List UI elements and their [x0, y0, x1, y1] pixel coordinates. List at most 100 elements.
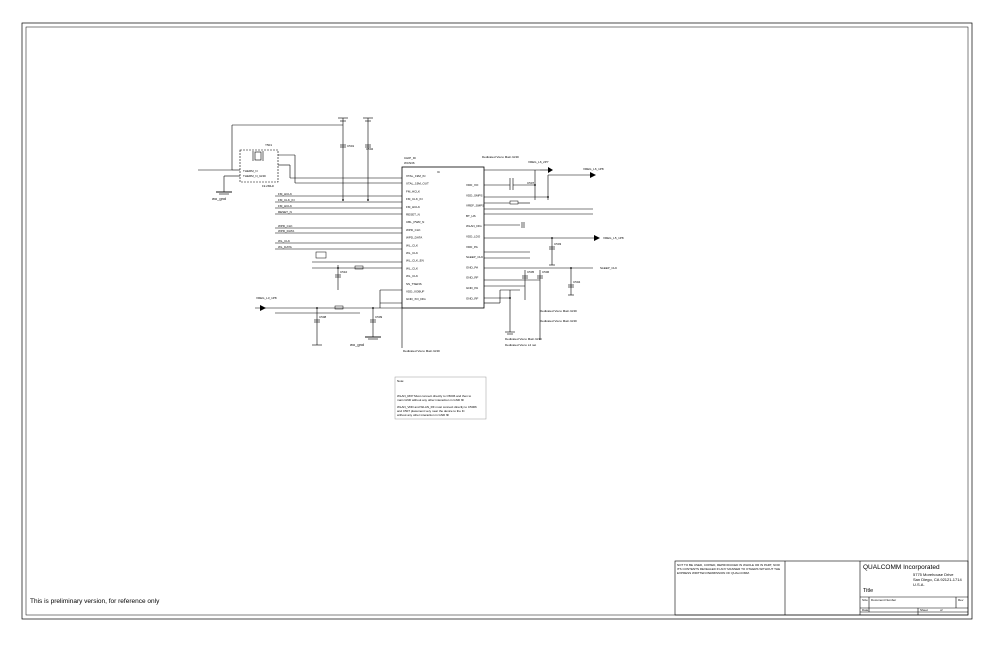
ground-label-1: wo_gnd [212, 196, 226, 201]
left-pin-label: WL_CLK [406, 266, 418, 270]
cap-label-3: C503 [554, 242, 562, 246]
right-pin-label: VDD_XO [466, 183, 479, 187]
size-label: Size [862, 598, 868, 602]
note-below-ic: Dedicated Via to Main GND [403, 349, 441, 353]
right-pin-labels: VDD_XO VDD_SMPS VREF_SMPS BT_HS WLAN_DIG VDD_… [466, 183, 484, 300]
right-capacitors: C503 C504 C505 C506 C507 [505, 181, 581, 335]
left-pin-label: WL_CLK [406, 274, 418, 278]
notes-line-1: WLAN_RFP Must connect directly to C5006 … [397, 394, 471, 398]
chip-ref-label: CHIP_ID [404, 156, 417, 160]
right-pin-label: VDD_LDO [466, 235, 481, 239]
left-pin-label: WL_CLK_EN [406, 259, 424, 263]
xtal-pin-1-label: THERM_N [243, 169, 258, 173]
note-1: Dedicated Via to Main GND [482, 155, 520, 159]
left-pin-label: FM_CLK_IN [406, 197, 423, 201]
net-label: FM_CLK_IN [278, 198, 295, 202]
xtal-pin-2-label: THERM_N_GND [243, 174, 267, 178]
date-label: Date: [862, 608, 869, 612]
left-pin-label: FM_HCLK [406, 205, 420, 209]
net-label: RESET_N [278, 210, 292, 214]
left-pin-labels: XTAL_19M_IN XTAL_19M_OUT FM_HCLK FM_CLK_IN F… [406, 174, 429, 301]
power-net-3: VREG_L5_1P8 [603, 236, 624, 240]
right-pin-label: VDD_PA [466, 245, 478, 249]
right-pin-label: GND_RF [466, 276, 479, 280]
note-5: Dedicated Via to Main GND [505, 337, 543, 341]
power-net-5: VREG_L3_1P8 [256, 296, 277, 300]
right-pin-label: GND_PA [466, 265, 478, 269]
disclaimer-line-3: EXPRESS WRITTEN PERMISSION OF QUALCOMM. [677, 571, 750, 575]
main-ic: CHIP_ID WCN36 IC XTAL_19M_IN XTAL_19M_OUT… [401, 156, 485, 309]
xtal-part-label: 19.2MHz [262, 184, 275, 188]
right-pin-label: VDD_SMPS [466, 193, 483, 197]
left-net-wires: FM_HCLK FM_CLK_IN FM_HCLK RESET_N WPD_CLKWPD… [275, 192, 402, 250]
net-label: FM_HCLK [278, 204, 292, 208]
cap-label-9: C509 [375, 315, 383, 319]
left-pin-label: WPD_CLK [406, 228, 421, 232]
disclaimer-line-1: NOT TO BE USED, COPIED, REPRODUCED IN WH… [677, 563, 781, 567]
left-pin-label: VDD_XOBUF [406, 290, 425, 294]
title-block: NOT TO BE USED, COPIED, REPRODUCED IN WH… [674, 560, 969, 616]
address-line-2: San Diego, CA 92121-1714 [913, 577, 962, 582]
of-label: of [940, 608, 943, 612]
power-net-labels: VREG_L6_2P7 VREG_L6_1P8 VREG_L5_1P8 SLEE… [256, 160, 624, 300]
sheet-outer-border [21, 22, 973, 620]
cap-label-7: C507 [527, 181, 535, 185]
left-pin-label: XTAL_19M_OUT [406, 182, 429, 186]
cap-label-5: C505 [527, 270, 535, 274]
notes-line-5: without any other interaction in GND fil… [397, 413, 449, 417]
preliminary-note: This is preliminary version, for referen… [30, 598, 160, 605]
cap-label-2: C502 [366, 147, 374, 151]
power-net-1: VREG_L6_2P7 [528, 160, 549, 164]
notes-box: Note: WLAN_RFP Must connect directly to … [394, 376, 487, 420]
left-pin-label: GND_XO_DIG [406, 297, 426, 301]
left-pin-label: CBL_PWR_N [406, 220, 424, 224]
chip-pin-ic-label: IC [437, 170, 441, 174]
left-pin-label: WPD_DATA [406, 236, 422, 240]
placement-notes: Dedicated Via to Main GND Dedicated Via … [403, 155, 578, 353]
cap-label-1: C501 [347, 144, 355, 148]
left-pin-label: SS_TSENS [406, 282, 422, 286]
net-label: FM_HCLK [278, 192, 292, 196]
doc-number-label: Document Number [871, 598, 896, 602]
rev-label: Rev [958, 598, 964, 602]
sheet-label: Sheet [920, 608, 928, 612]
title-label: Title [863, 588, 873, 594]
note-3: Dedicated Via to Main GND [540, 319, 578, 323]
net-label: WPD_CLK [278, 224, 293, 228]
left-pin-label: RESET_N [406, 213, 420, 217]
right-net-wires [484, 167, 600, 340]
sheet-inner-border [25, 26, 969, 616]
net-label: WL_DATA [278, 245, 292, 249]
right-pin-label: BT_HS [466, 214, 476, 218]
right-pin-label: SLEEP_CLK [466, 255, 483, 259]
address-line-3: U.S.A. [913, 582, 925, 587]
ground-symbols: wo_gnd wo_gnd [212, 191, 381, 347]
notes-line-3: WLAN_VDD and WLAN_RF must connect direct… [397, 405, 477, 409]
right-pin-label: GND_RF [466, 296, 479, 300]
cap-label-8: C508 [319, 315, 327, 319]
net-label: WPD_DATA [278, 229, 294, 233]
bottom-left-section: C508 C509 C510 [255, 199, 403, 348]
right-pin-label: VREF_SMPS [466, 204, 484, 208]
top-capacitors: C501 C502 [338, 117, 374, 200]
ground-label-2: wo_gnd [350, 342, 364, 347]
left-pin-label: WL_CLK [406, 251, 418, 255]
chip-part-label: WCN36 [404, 161, 415, 165]
left-pin-label: FM_HCLK [406, 189, 420, 193]
notes-line-4: and C507 placement very near the device … [397, 409, 466, 413]
net-label: WL_CLK [278, 239, 290, 243]
disclaimer-line-2: ITS CONTENTS REVEALED IN ANY MANNER TO O… [677, 567, 780, 571]
power-net-4: SLEEP_CLK [600, 266, 617, 270]
notes-title: Note: [397, 379, 404, 383]
left-pin-label: WL_CLK [406, 243, 418, 247]
address-line-1: 5775 Morehouse Drive [913, 572, 954, 577]
note-2: Dedicated Via to Main GND [540, 309, 578, 313]
left-pin-label: XTAL_19M_IN [406, 174, 425, 178]
cap-label-6: C506 [542, 270, 550, 274]
right-pin-label: WLAN_DIG [466, 224, 482, 228]
crystal-oscillator: Y501 19.2MHz THERM_N THERM_N_GND [198, 124, 402, 192]
company-name: QUALCOMM Incorporated [863, 564, 940, 571]
right-pin-label: GND_PA [466, 286, 478, 290]
